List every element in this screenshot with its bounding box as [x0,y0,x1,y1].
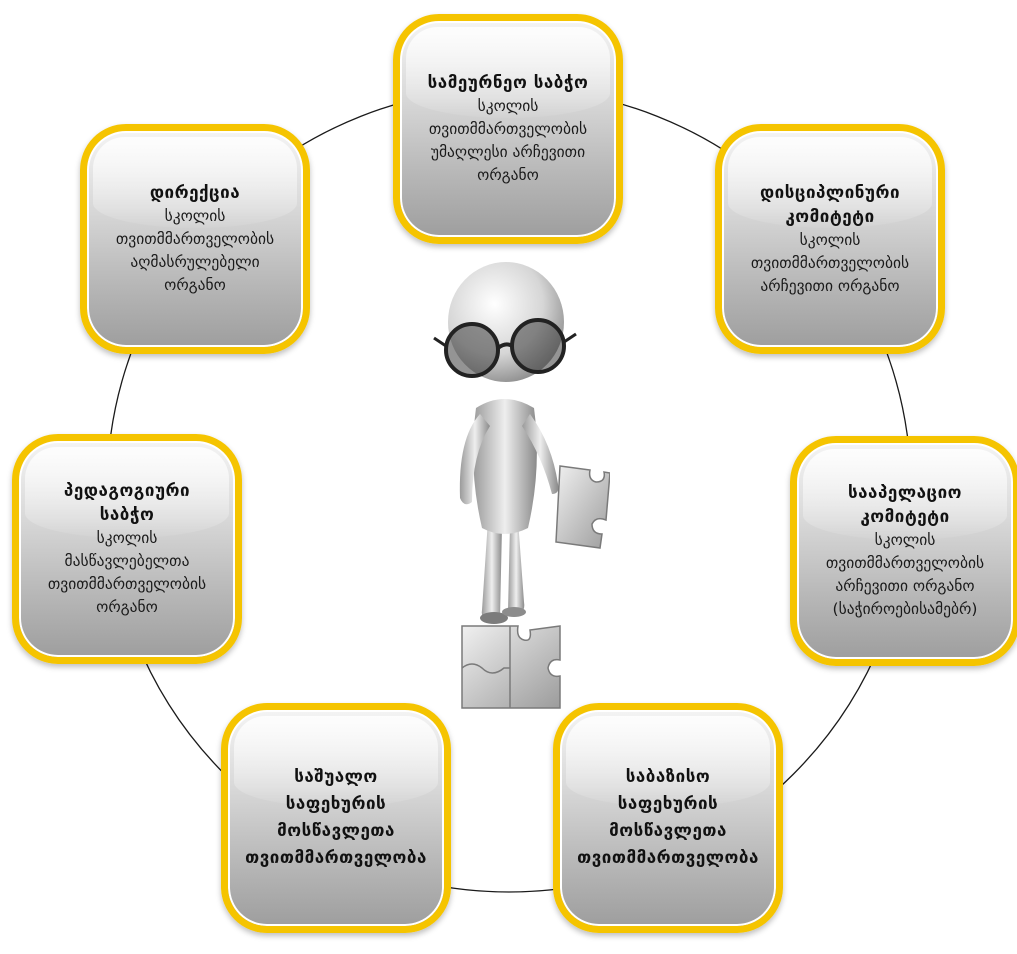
basic-level-student-government-box: საბაზისო საფეხურის მოსწავლეთა თვითმმართვ… [553,703,783,933]
node-title: საფეხურის [617,794,719,814]
node-title: კომიტეტი [860,507,950,527]
node-title: დირექცია [149,183,241,203]
node-desc-line: სკოლის [874,531,936,549]
node-title: სამეურნეო საბჭო [427,73,589,93]
node-title: სააპელაციო [847,483,962,503]
node-desc-line: სკოლის [96,529,158,547]
node-title: თვითმმართველობა [245,848,427,868]
appeals-committee-box: სააპელაციო კომიტეტი სკოლის თვითმმართველო… [790,436,1017,666]
economic-council-box: სამეურნეო საბჭო სკოლის თვითმმართველობის … [393,14,623,244]
node-title: მოსწავლეთა [609,821,727,841]
node-desc-line: მასწავლებელთა [64,552,190,570]
node-desc-line: არჩევითი ორგანო [760,276,900,295]
glasses-icon [433,318,577,378]
node-title: კომიტეტი [785,206,875,227]
node-title: საბაზისო [625,767,711,787]
node-title: თვითმმართველობა [577,848,759,868]
directorate-box: დირექცია სკოლის თვითმმართველობის აღმასრუ… [80,124,310,354]
node-desc-line: სკოლის [477,97,539,115]
node-title: საფეხურის [285,794,387,814]
node-title: მოსწავლეთა [277,821,395,841]
secondary-level-student-government-box: საშუალო საფეხურის მოსწავლეთა თვითმმართვე… [221,703,451,933]
node-desc-line: (საჭიროებისამებრ) [832,600,978,618]
node-title: საშუალო [294,767,378,787]
node-desc-line: აღმასრულებელი [130,253,260,271]
node-desc-line: სკოლის [164,207,226,225]
node-desc-line: თვითმმართველობის [428,120,588,138]
node-desc-line: თვითმმართველობის [750,253,910,272]
node-desc-line: თვითმმართველობის [115,230,275,248]
thinking-figure-icon [433,262,610,709]
pedagogical-council-box: პედაგოგიური საბჭო სკოლის მასწავლებელთა თ… [12,434,242,664]
node-desc-line: თვითმმართველობის [47,575,207,593]
disciplinary-committee-box: დისციპლინური კომიტეტი სკოლის თვითმმართვე… [715,124,945,354]
node-desc-line: ორგანო [96,598,158,616]
floor-puzzle-icon [461,625,561,709]
node-title: საბჭო [99,505,155,525]
node-desc-line: ორგანო [164,276,226,294]
node-title: დისციპლინური [759,182,901,203]
node-desc-line: უმაღლესი არჩევითი [430,143,586,161]
node-title: პედაგოგიური [63,481,191,501]
node-desc-line: სკოლის [799,230,861,249]
node-desc-line: არჩევითი ორგანო [835,577,975,595]
node-desc-line: თვითმმართველობის [825,554,985,572]
node-desc-line: ორგანო [477,166,539,184]
